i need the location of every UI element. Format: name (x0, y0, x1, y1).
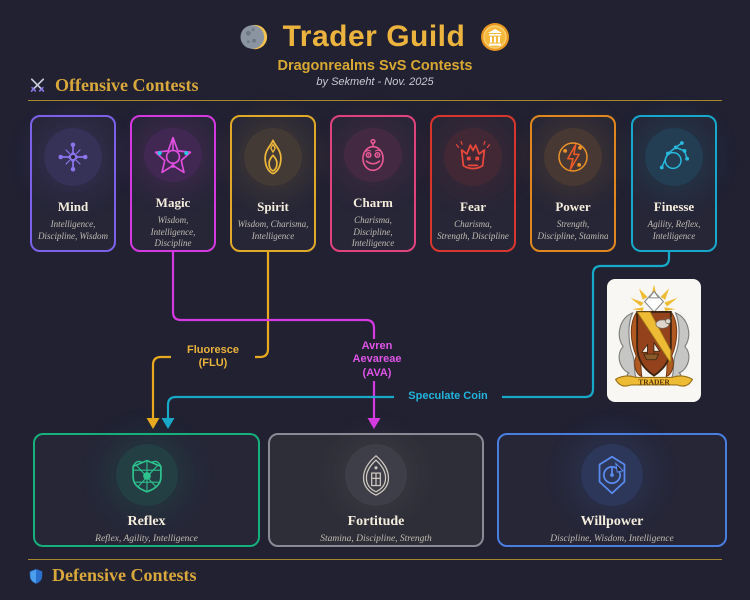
shield-web-icon (115, 444, 178, 506)
connection-label-speculate-coin: Speculate Coin (394, 389, 502, 405)
card-title: Mind (57, 199, 89, 214)
mind-network-icon (44, 128, 102, 186)
card-stats: Stamina, Discipline, Strength (320, 533, 432, 544)
offensive-divider (28, 100, 722, 101)
card-title: Willpower (580, 513, 644, 529)
page-title: Trader Guild (282, 20, 466, 53)
pentagram-icon (144, 128, 202, 182)
connection-label-avren-aevareae: Avren Aevareae (AVA) (335, 339, 419, 382)
card-title: Charm (353, 194, 393, 210)
contest-card-charm: Charm Charisma, Discipline, Intelligence (330, 115, 416, 252)
card-stats: Charisma, Strength, Discipline (437, 219, 509, 241)
defensive-divider (28, 559, 722, 560)
defensive-section-label: Defensive Contests (52, 565, 197, 585)
contest-card-reflex: Reflex Reflex, Agility, Intelligence (33, 433, 260, 547)
crossed-swords-icon (28, 76, 47, 95)
card-title: Fear (460, 199, 486, 214)
card-stats: Reflex, Agility, Intelligence (95, 533, 198, 544)
card-title: Power (555, 199, 591, 214)
trader-guild-crest: TRADER (607, 279, 701, 402)
contest-card-finesse: Finesse Agility, Reflex, Intelligence (631, 115, 717, 252)
contest-card-power: Power Strength, Discipline, Stamina (530, 115, 616, 252)
contest-card-willpower: Willpower Discipline, Wisdom, Intelligen… (497, 433, 727, 547)
constellation-icon (645, 128, 703, 186)
card-title: Spirit (257, 199, 289, 214)
card-title: Magic (155, 194, 191, 210)
card-title: Reflex (127, 513, 166, 529)
flame-icon (244, 128, 302, 186)
card-title: Finesse (653, 199, 695, 214)
card-stats: Discipline, Wisdom, Intelligence (550, 533, 674, 544)
crest-ribbon-text: TRADER (638, 378, 670, 387)
bank-coin-icon (479, 21, 511, 53)
contest-card-spirit: Spirit Wisdom, Charisma, Intelligence (230, 115, 316, 252)
card-stats: Wisdom, Charisma, Intelligence (237, 219, 309, 241)
contest-card-magic: Magic Wisdom, Intelligence, Discipline (130, 115, 216, 252)
defensive-section-header: Defensive Contests (28, 565, 196, 586)
contest-card-mind: Mind Intelligence, Discipline, Wisdom (30, 115, 116, 252)
card-stats: Strength, Discipline, Stamina (537, 219, 609, 241)
card-stats: Intelligence, Discipline, Wisdom (38, 219, 108, 241)
connection-label-fluoresce: Fluoresce (FLU) (171, 343, 255, 372)
offensive-section-label: Offensive Contests (55, 75, 199, 95)
moon-icon (239, 22, 269, 52)
contest-card-fear: Fear Charisma, Strength, Discipline (430, 115, 516, 252)
arrowhead-avren (367, 418, 381, 429)
byline: by Sekmeht - Nov. 2025 (316, 76, 434, 88)
shield-icon (28, 567, 44, 585)
smiling-face-icon (344, 128, 402, 182)
contest-card-fortitude: Fortitude Stamina, Discipline, Strength (268, 433, 484, 547)
page-header: Trader Guild Dragonrealms SvS Contests b… (0, 20, 750, 88)
lightning-circle-icon (544, 128, 602, 186)
gem-clock-icon (581, 444, 643, 506)
scared-face-icon (444, 128, 502, 186)
arrowhead-fluoresce (146, 418, 160, 429)
offensive-section-header: Offensive Contests (28, 75, 198, 96)
page-subtitle: Dragonrealms SvS Contests (277, 58, 473, 74)
tower-vesica-icon (345, 444, 407, 506)
card-stats: Wisdom, Intelligence, Discipline (150, 214, 196, 249)
card-stats: Charisma, Discipline, Intelligence (351, 214, 395, 249)
arrowhead-speculate (161, 418, 175, 429)
card-title: Fortitude (347, 513, 405, 529)
card-stats: Agility, Reflex, Intelligence (647, 219, 701, 241)
